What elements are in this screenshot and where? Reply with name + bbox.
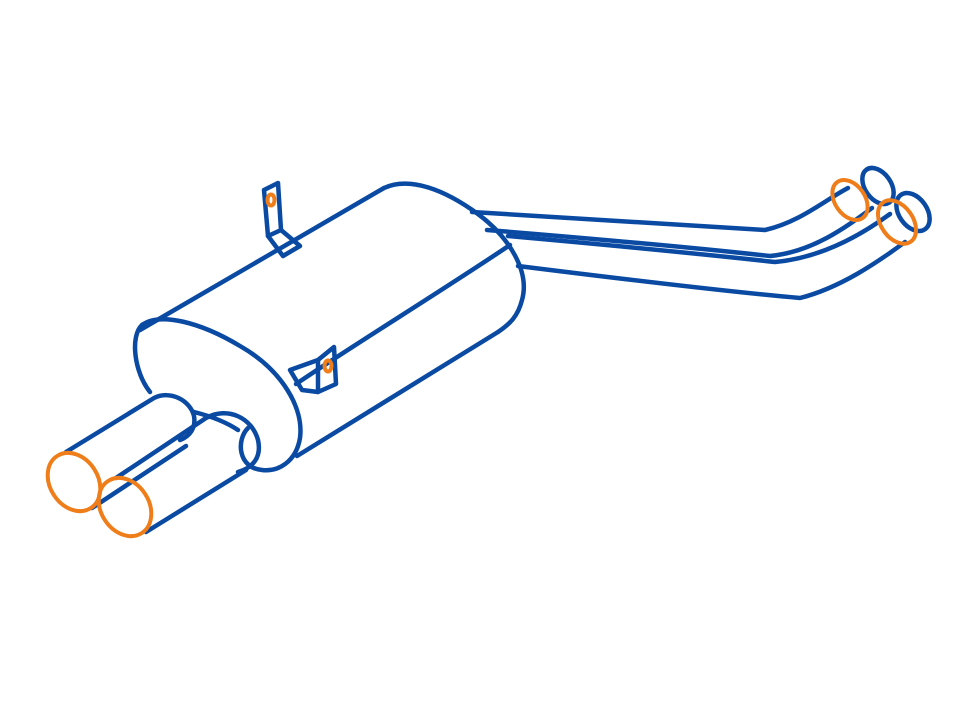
muffler-bottom-edge	[294, 329, 501, 459]
bracket-side-foot	[287, 357, 321, 395]
inlet-pipe-flange-upper	[830, 178, 870, 222]
muffler-front-face-left	[132, 322, 153, 395]
inlet-pipe-lower	[505, 211, 893, 265]
tailpipe-tip-right	[96, 475, 154, 539]
tailpipe-left-top	[63, 392, 197, 455]
inlet-pipe-end-back-lower	[894, 190, 932, 234]
muffler-mid-crease	[293, 242, 513, 387]
inlet-pipe-lower-bottom-edge	[515, 239, 908, 301]
muffler-rear-cap	[381, 181, 526, 335]
muffler-top-edge	[137, 185, 387, 333]
mounting-bracket-top	[261, 180, 303, 259]
tailpipe-left-bottom	[89, 443, 189, 511]
inlet-pipe-end-back-upper	[860, 165, 896, 207]
muffler-front-face-bottom	[191, 409, 241, 433]
mounting-bracket-side	[287, 344, 339, 395]
tailpipes	[45, 392, 262, 539]
inlet-pipe-upper	[469, 185, 851, 233]
tailpipe-right-bottom	[143, 467, 249, 535]
bracket-top-foot	[265, 227, 303, 259]
bracket-top-plate	[261, 180, 284, 239]
bracket-side-hole	[322, 358, 334, 374]
inlet-pipe-flange-lower	[875, 198, 919, 246]
tailpipe-tip-left	[45, 450, 103, 514]
bracket-side-plate	[315, 344, 339, 395]
tailpipe-right-top	[113, 411, 262, 481]
inlet-pipe-upper-lower-edge	[484, 205, 875, 259]
bracket-top-hole	[265, 192, 277, 208]
inlet-pipes	[469, 165, 932, 301]
